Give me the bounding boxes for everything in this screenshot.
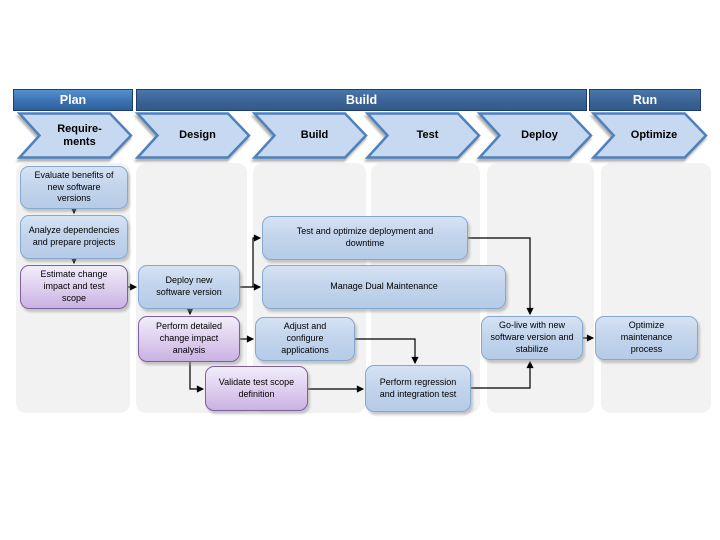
- phase-bar-build: Build: [136, 89, 587, 111]
- node-evaluate-benefits: Evaluate benefits of new software versio…: [20, 166, 128, 209]
- phase-label: Run: [632, 93, 658, 107]
- phase-bar-plan: Plan: [13, 89, 133, 111]
- node-perform-detailed-analysis: Perform detailed change impact analysis: [138, 316, 240, 362]
- stage-chevron-optimize: Optimize: [590, 112, 708, 159]
- node-label: Adjust and configure applications: [281, 321, 329, 355]
- stage-label: Optimize: [630, 129, 678, 142]
- node-perform-regression-test: Perform regression and integration test: [365, 365, 471, 412]
- node-label: Validate test scope definition: [218, 376, 295, 399]
- node-label: Perform detailed change impact analysis: [155, 321, 223, 355]
- node-manage-dual-maintenance: Manage Dual Maintenance: [262, 265, 506, 309]
- phase-label: Build: [345, 93, 378, 107]
- node-label: Test and optimize deployment and downtim…: [296, 226, 434, 248]
- node-adjust-configure-apps: Adjust and configure applications: [255, 317, 355, 361]
- chevron-shape: [476, 112, 593, 159]
- node-analyze-dependencies: Analyze dependencies and prepare project…: [20, 215, 128, 259]
- stage-chevron-build: Build: [251, 112, 368, 159]
- stage-chevron-test: Test: [364, 112, 481, 159]
- stage-label: Require- ments: [57, 123, 102, 148]
- node-deploy-new-version: Deploy new software version: [138, 265, 240, 309]
- stage-chevron-design: Design: [134, 112, 251, 159]
- node-label: Go-live with new software version and st…: [490, 320, 574, 354]
- stage-chevron-requirements: Require- ments: [16, 112, 133, 159]
- chevron-shape: [590, 112, 708, 159]
- node-label: Deploy new software version: [156, 275, 222, 297]
- node-label: Optimize maintenance process: [620, 320, 673, 354]
- node-estimate-change: Estimate change impact and test scope: [20, 265, 128, 309]
- stage-label: Build: [300, 129, 329, 142]
- phase-bar-run: Run: [589, 89, 701, 111]
- node-label: Analyze dependencies and prepare project…: [28, 225, 120, 247]
- stage-label: Design: [179, 129, 216, 142]
- node-label: Perform regression and integration test: [379, 376, 457, 399]
- node-label: Evaluate benefits of new software versio…: [34, 169, 114, 204]
- node-label: Estimate change impact and test scope: [40, 269, 108, 303]
- node-optimize-maintenance: Optimize maintenance process: [595, 316, 698, 360]
- node-validate-test-scope: Validate test scope definition: [205, 366, 308, 411]
- node-test-optimize-deployment: Test and optimize deployment and downtim…: [262, 216, 468, 260]
- stage-chevron-deploy: Deploy: [476, 112, 593, 159]
- node-go-live-stabilize: Go-live with new software version and st…: [481, 316, 583, 360]
- chevron-shape: [251, 112, 368, 159]
- stage-label: Test: [416, 129, 439, 142]
- chevron-shape: [134, 112, 251, 159]
- phase-label: Plan: [59, 93, 87, 107]
- stage-label: Deploy: [521, 129, 558, 142]
- chevron-shape: [16, 112, 133, 159]
- node-label: Manage Dual Maintenance: [330, 281, 438, 292]
- chevron-shape: [364, 112, 481, 159]
- column-band-optimize: [601, 163, 711, 413]
